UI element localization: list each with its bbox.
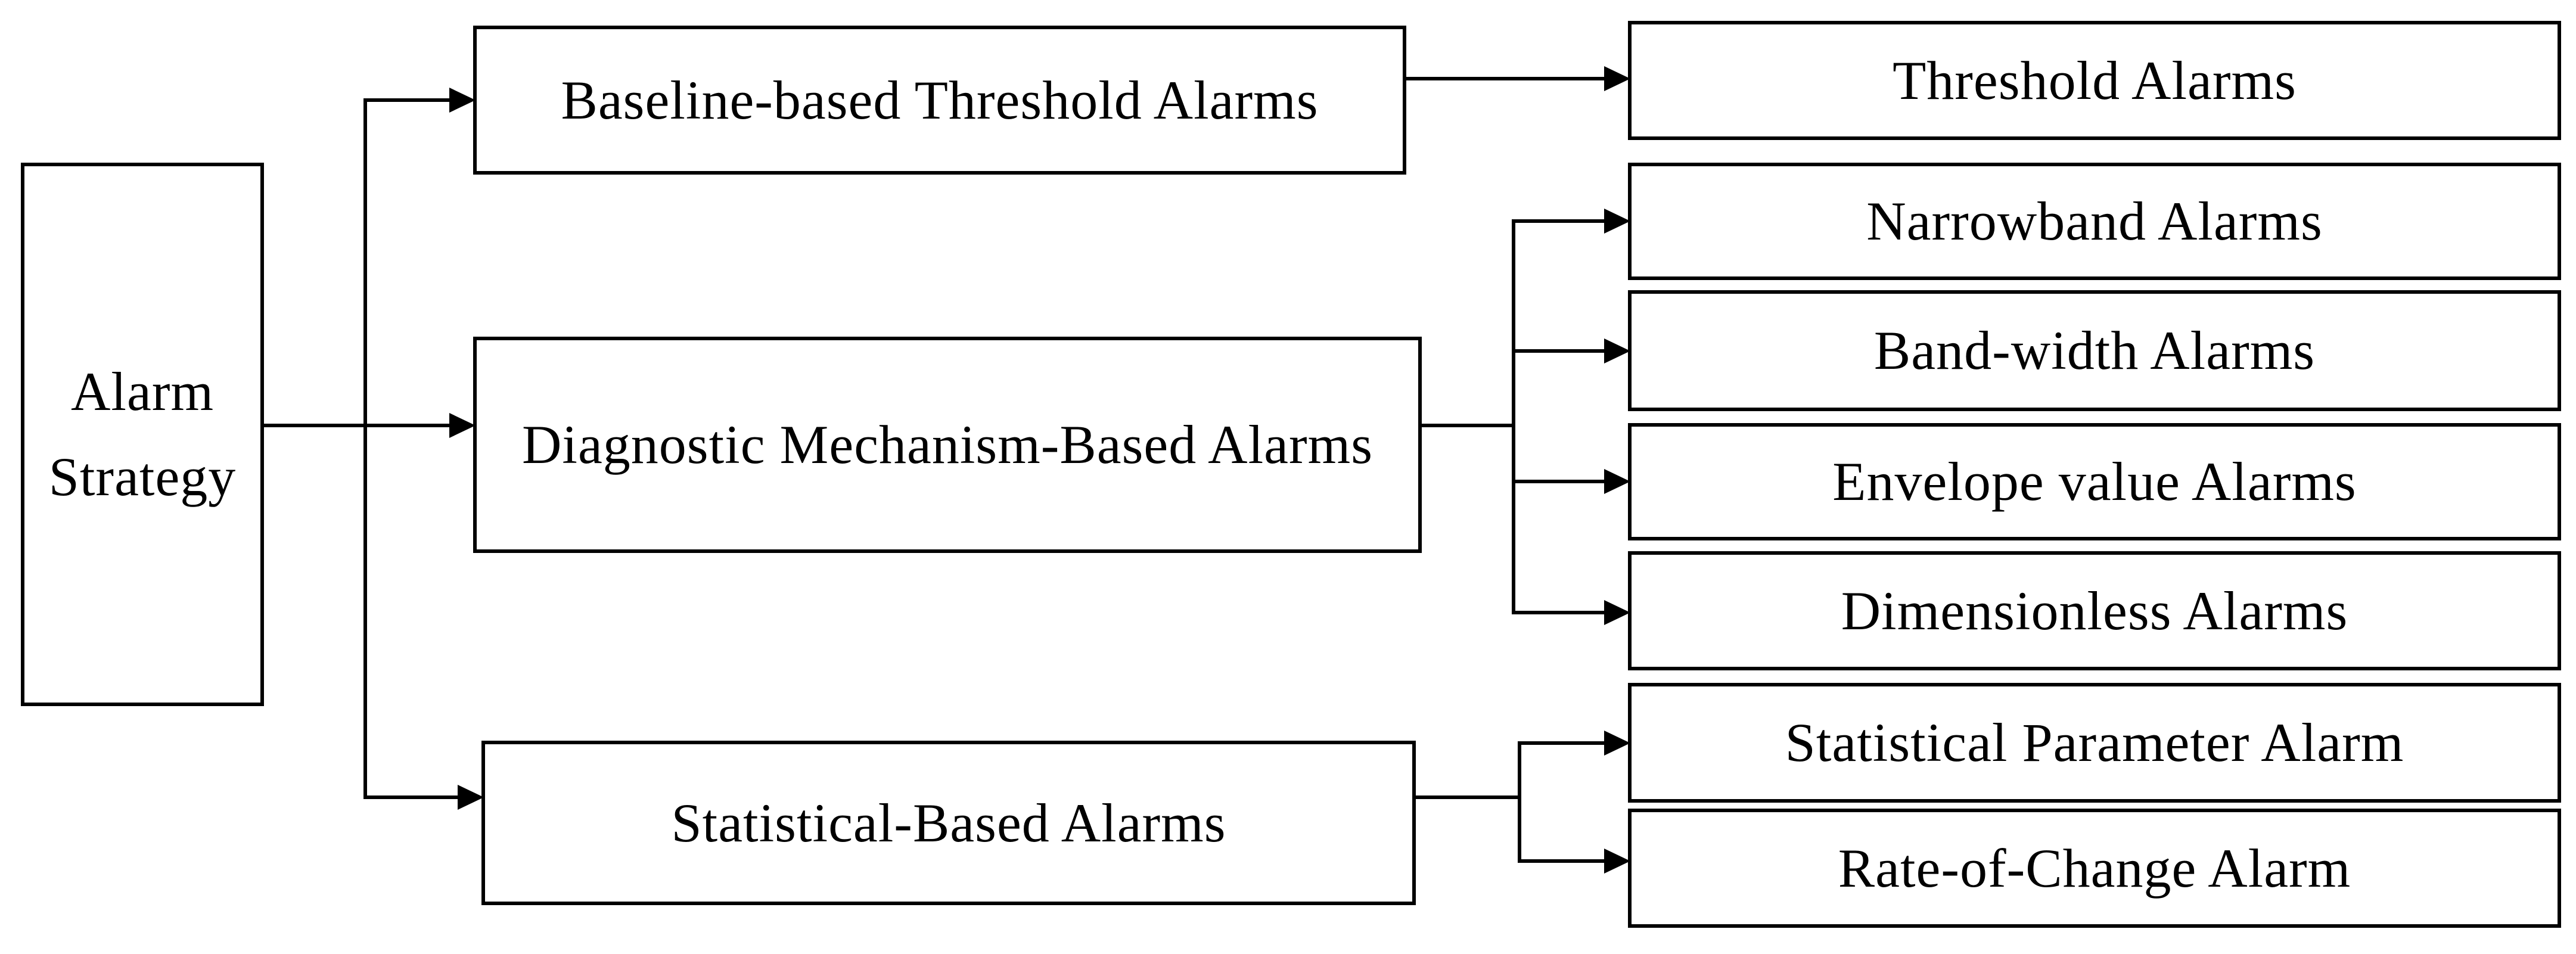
arrowhead-baseline: [449, 88, 476, 113]
arrowhead-narrowband: [1604, 209, 1630, 234]
arrowhead-ratechange: [1604, 849, 1630, 874]
arrowhead-threshold: [1604, 66, 1630, 91]
node-diagnostic-mechanism-based-alarms: Diagnostic Mechanism-Based Alarms: [473, 337, 1422, 553]
node-dimensionless-alarms: Dimensionless Alarms: [1628, 551, 2561, 670]
node-rate-of-change-alarm: Rate-of-Change Alarm: [1628, 809, 2561, 928]
node-narrowband-alarms: Narrowband Alarms: [1628, 163, 2561, 280]
node-label: Envelope value Alarms: [1832, 451, 2357, 512]
node-threshold-alarms: Threshold Alarms: [1628, 21, 2561, 140]
node-alarm-strategy: Alarm Strategy: [21, 163, 264, 706]
arrowhead-dimensionless: [1604, 600, 1630, 625]
node-statistical-based-alarms: Statistical-Based Alarms: [481, 741, 1416, 905]
node-band-width-alarms: Band-width Alarms: [1628, 290, 2561, 411]
node-label: Rate-of-Change Alarm: [1838, 837, 2351, 899]
node-label: Threshold Alarms: [1893, 49, 2297, 111]
arrowhead-envelope: [1604, 469, 1630, 494]
node-envelope-value-alarms: Envelope value Alarms: [1628, 423, 2561, 540]
node-label: Dimensionless Alarms: [1841, 580, 2348, 641]
node-baseline-based-threshold-alarms: Baseline-based Threshold Alarms: [473, 26, 1406, 175]
node-label: Statistical Parameter Alarm: [1785, 712, 2404, 773]
node-label: Alarm Strategy: [48, 361, 237, 507]
node-label: Narrowband Alarms: [1866, 191, 2323, 252]
arrowhead-statistical: [458, 785, 484, 810]
node-statistical-parameter-alarm: Statistical Parameter Alarm: [1628, 683, 2561, 803]
node-label: Band-width Alarms: [1873, 320, 2316, 381]
arrowhead-diagnostic: [449, 413, 476, 438]
node-label: Baseline-based Threshold Alarms: [561, 69, 1319, 130]
node-label: Statistical-Based Alarms: [671, 792, 1226, 853]
arrowhead-bandwidth: [1604, 338, 1630, 363]
node-label: Diagnostic Mechanism-Based Alarms: [521, 414, 1374, 476]
arrowhead-statparam: [1604, 731, 1630, 756]
